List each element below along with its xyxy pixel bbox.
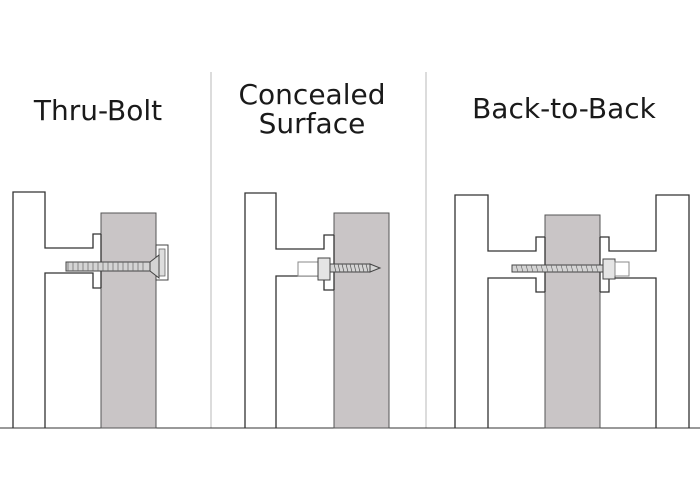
thru-bolt — [65, 253, 160, 280]
back-to-back-diagram — [454, 194, 690, 429]
mount-block — [297, 261, 321, 277]
wood-screw — [329, 263, 382, 273]
door-pull-handle — [244, 192, 334, 428]
glass-panel — [333, 212, 390, 429]
glass-panel — [100, 212, 157, 429]
mount-nut — [317, 257, 331, 281]
back-to-back-title: Back-to-Back — [472, 92, 656, 125]
concealed-surface-title: Concealed Surface — [238, 78, 386, 140]
door-pull-handle-left — [454, 194, 545, 428]
mount-block — [614, 261, 630, 277]
door-pull-handle-right — [600, 194, 690, 428]
door-pull-handle — [12, 191, 101, 428]
mount-nut — [602, 258, 616, 280]
threaded-rod — [511, 264, 609, 273]
panel-dividers — [210, 72, 427, 428]
concealed-surface-diagram — [244, 192, 390, 429]
thru-bolt-title: Thru-Bolt — [33, 94, 163, 127]
glass-panel — [544, 214, 601, 429]
thru-bolt-diagram — [12, 191, 169, 429]
